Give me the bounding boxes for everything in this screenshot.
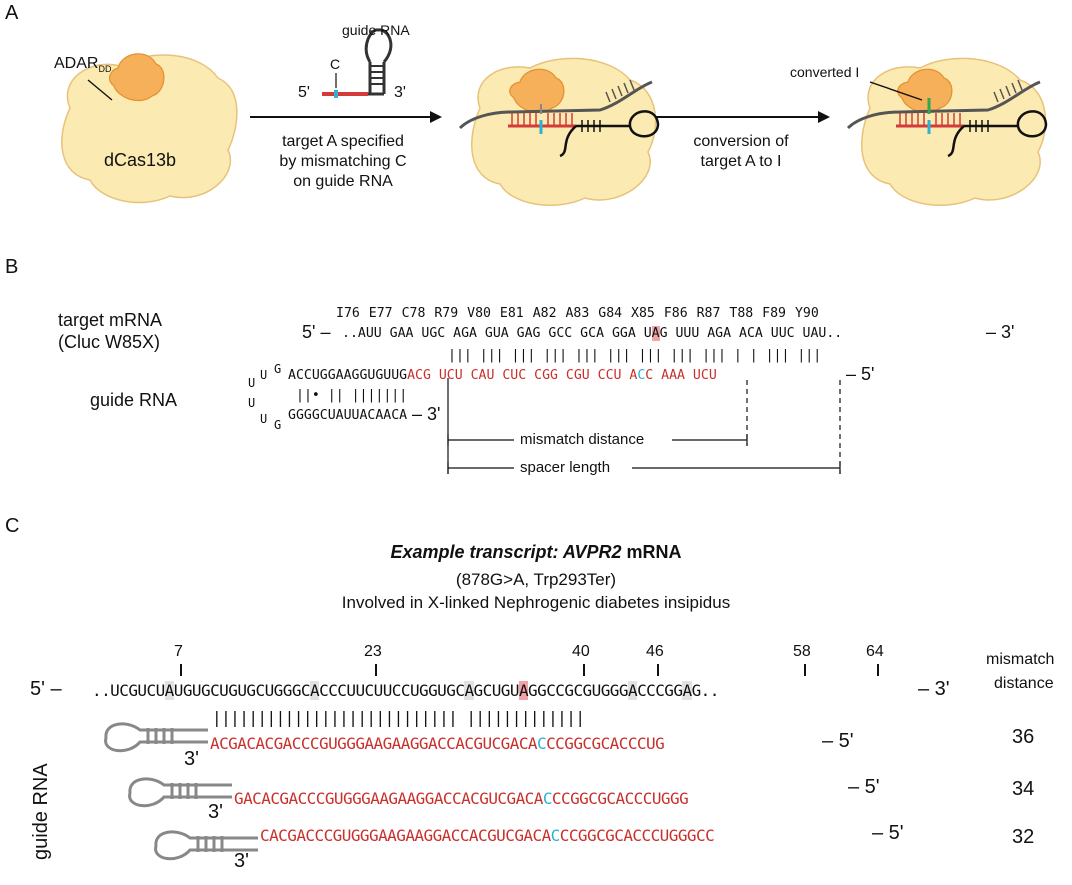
bystander-a-highlight: A [310,681,320,700]
mrna-segment: G.. [691,681,720,700]
step1-caption: target A specified by mismatching C on g… [279,133,407,190]
position-label: 40 [572,643,590,660]
mrna-segment: GGCCGCGUGGG [528,681,628,700]
loop-base: U [260,368,268,382]
base-pair-lines-c: ||||||||||||||||||||||||||| ||||||||||||… [212,708,585,727]
dcas13b-label: dCas13b [104,150,177,170]
panel-c-title: Example transcript: AVPR2 mRNA [390,542,682,562]
guide-5prime: – 5' [822,730,854,752]
guide-rna-icon-label: guide RNA [342,22,410,38]
target-a-highlight-c: A [518,681,529,700]
bystander-a-highlight: A [464,681,474,700]
mrna-3prime-b: – 3' [986,322,1015,342]
bystander-a-highlight: A [627,681,638,700]
dcas13b-blob-2 [470,57,657,207]
guide-3prime: 3' [208,801,223,823]
spacer-length-label: spacer length [520,459,611,476]
guide-rna-vertical-label: guide RNA [30,763,52,860]
distance-34: 34 [1012,778,1035,800]
mrna-segment: CCCUUCUUCCUGGUGC [319,681,465,700]
stem-bottom-sequence: GGGGCUAUUACAACA [288,408,408,423]
stem-pairs-b: ||• || ||||||| [296,388,408,403]
panel-c-letter: C [5,515,20,537]
mismatch-header-2: distance [994,675,1054,692]
hairpin-1 [104,722,208,753]
panel-a-letter: A [5,2,19,24]
guide-3prime: 3' [234,850,249,872]
avpr2-mrna-sequence: ..UCGUCUAUGUGCUGUGCUGGGCACCCUUCUUCCUGGUG… [92,681,719,700]
c-label: C [330,56,341,72]
mrna-segment: GCUGU [473,681,520,700]
position-label: 64 [866,643,884,660]
loop-base: G [274,362,282,376]
mrna-5prime-b: 5' – [302,322,331,342]
stem-3prime: – 3' [412,404,441,424]
guide-sequence-34: GACACGACCCGUGGGAAGAAGGACCACGUCGACACCCGGC… [234,789,689,808]
mismatch-c-b: C [637,368,646,383]
mismatch-distance-label: mismatch distance [520,431,645,448]
mrna-segment: CCCGG [637,681,683,700]
position-label: 7 [174,643,183,660]
guide-3prime: 3' [184,748,199,770]
distance-32: 32 [1012,826,1035,848]
guide-rna-label-b: guide RNA [90,390,178,410]
cluc-label: (Cluc W85X) [58,332,161,352]
mrna-3prime-c: – 3' [918,678,950,700]
mrna-segment: ..UCGUCU [92,681,165,700]
position-label: 23 [364,643,382,660]
loop-base: U [248,376,256,390]
mismatch-header-1: mismatch [986,651,1055,668]
step2-caption: conversion of target A to I [693,133,789,170]
adar-pointer-line [87,79,113,101]
mrna-5prime-c: 5' – [30,678,62,700]
guide-sequence-32: CACGACCCGUGGGAAGAAGGACCACGUCGACACCCGGCGC… [260,826,715,845]
guide-5prime: – 5' [872,822,904,844]
five-prime-label: 5' [298,84,310,101]
guide-5prime: – 5' [848,776,880,798]
codon-row: I76 E77 C78 R79 V80 E81 A82 A83 G84 X85 … [336,306,819,321]
base-pair-lines-b: ||| ||| ||| ||| ||| ||| ||| ||| ||| | | … [448,348,822,363]
panel-c-subtitle: (878G>A, Trp293Ter) [455,570,617,589]
target-mrna-label: target mRNA [58,310,163,330]
panel-c-subtitle2: Involved in X-linked Nephrogenic diabete… [341,593,731,612]
three-prime-label: 3' [394,84,406,101]
loop-base: U [260,412,268,426]
adar-domain-1 [109,53,165,101]
position-label: 46 [646,643,664,660]
hairpin-2 [128,777,232,808]
distance-36: 36 [1012,726,1035,748]
loop-base: U [248,396,256,410]
target-a-highlight: A [651,326,660,341]
bystander-a-highlight: A [682,681,692,700]
position-label: 58 [793,643,811,660]
bystander-a-highlight: A [164,681,174,700]
panel-b-letter: B [5,256,19,278]
converted-i-label: converted I [790,64,860,80]
adar-label: ADARDD [54,55,112,75]
target-mrna-sequence: ..AUU GAA UGC AGA GUA GAG GCC GCA GGA UA… [342,326,843,341]
mrna-segment: UGUGCUGUGCUGGGC [173,681,311,700]
hairpin-3 [154,830,258,861]
guide-5prime-b: – 5' [846,364,875,384]
guide-rna-sequence-b: ACCUGGAAGGUGUUGACG UCU CAU CUC CGG CGU C… [288,368,717,383]
guide-sequence-36: ACGACACGACCCGUGGGAAGAAGGACCACGUCGACACCCG… [210,734,665,753]
loop-base: G [274,418,282,432]
